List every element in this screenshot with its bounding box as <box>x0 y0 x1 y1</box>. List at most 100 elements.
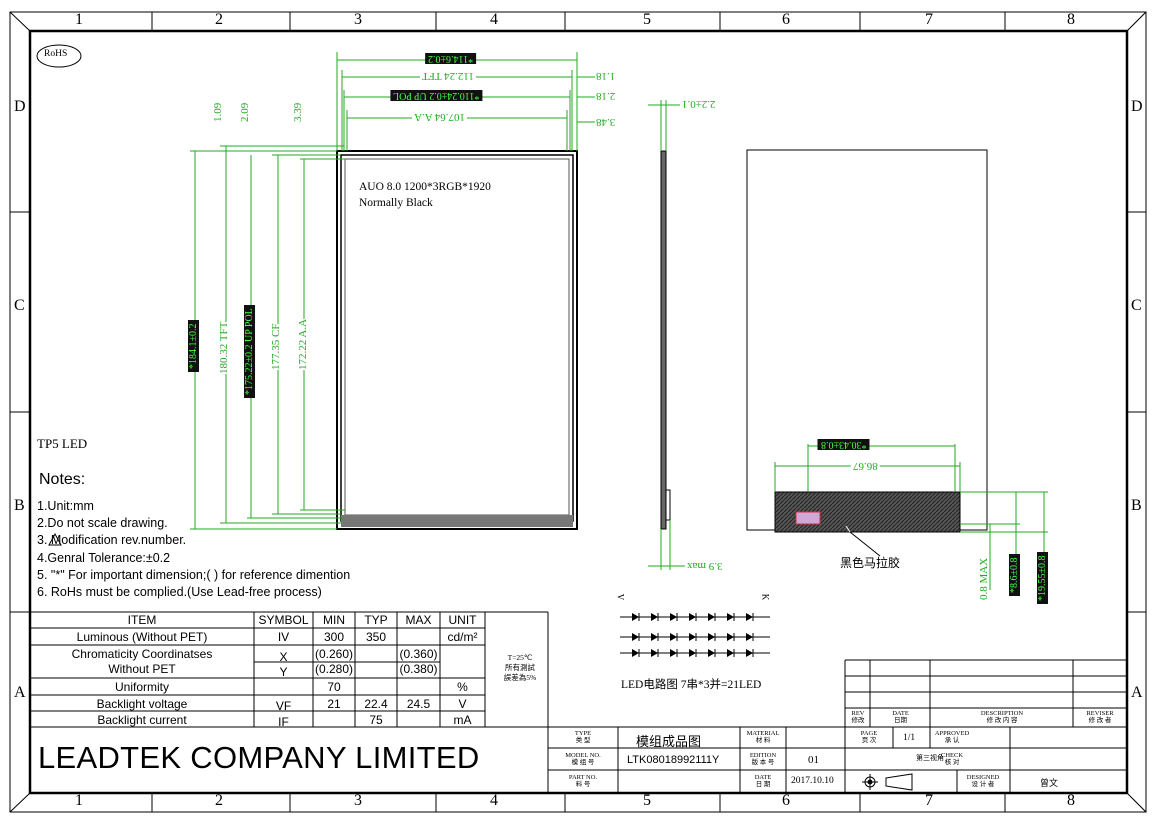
spec-cell-item: Backlight current <box>97 713 187 727</box>
note-item: 1.Unit:mm <box>37 499 94 513</box>
led-cathode-label: K <box>760 593 771 601</box>
zone-col-top-2: 2 <box>215 11 223 28</box>
left-dimension-lines <box>190 145 345 530</box>
led-diode <box>727 633 734 641</box>
note-item: 2.Do not scale drawing. <box>37 516 168 531</box>
spec-cell-max: (0.360) <box>399 647 438 661</box>
zone-row-l-B: B <box>14 497 25 514</box>
spec-note-tolerance: 誤差為5% <box>503 673 537 682</box>
dim-cf-height: 177.35 CF <box>270 323 282 370</box>
led-diode <box>651 613 658 621</box>
projection-label: 第三视角 <box>916 754 944 762</box>
dim-tft-height: 180.32 TFT <box>218 321 230 374</box>
zone-col-top-3: 3 <box>354 11 362 28</box>
dim-outline-height: *184.1±0.2 <box>188 320 199 372</box>
side-view-panel <box>660 150 667 530</box>
designer-name: 曾文 <box>1040 778 1059 788</box>
spec-cell-unit: cd/m² <box>447 630 478 644</box>
type-value: 模组成品图 <box>636 734 702 749</box>
zone-dividers <box>10 12 1146 812</box>
spec-cell-symbol: VF <box>275 699 292 713</box>
panel-bottom-fpc <box>341 515 573 527</box>
zone-row-r-B: B <box>1131 497 1142 514</box>
led-diode <box>746 613 753 621</box>
led-diode <box>670 613 677 621</box>
led-anode-label: V <box>615 593 626 601</box>
dim-right-3: 3.48 <box>596 116 616 128</box>
led-label: TP5 LED <box>37 436 88 451</box>
led-diode <box>746 633 753 641</box>
date-value: 2017.10.10 <box>791 776 834 786</box>
note-item: 4.Genral Tolerance:±0.2 <box>37 550 171 565</box>
dim-back-width1: *30.43±0.8 <box>818 439 870 450</box>
led-diode <box>708 633 715 641</box>
back-view-panel <box>746 149 988 531</box>
top-dimension-lines <box>336 52 595 151</box>
rohs-oval <box>36 44 82 68</box>
dim-right-2: 2.18 <box>596 90 616 102</box>
zone-col-bottom-2: 2 <box>215 792 223 809</box>
zone-col-bottom-8: 8 <box>1067 792 1075 809</box>
model-label: MODEL NO.模 组 号 <box>565 752 601 766</box>
page-value: 1/1 <box>903 733 916 743</box>
spec-cell-typ: 22.4 <box>364 697 388 711</box>
zone-row-l-C: C <box>14 297 25 314</box>
dim-back-width2: 86.67 <box>851 460 880 472</box>
warning-triangle-icon <box>48 532 62 546</box>
spec-header: MIN <box>323 613 345 627</box>
spec-cell-unit: % <box>457 680 468 694</box>
model-value: LTK08018992111Y <box>627 754 720 766</box>
led-circuit-caption: LED电路图 7串*3并=21LED <box>621 679 762 691</box>
spec-cell-unit: V <box>458 697 467 711</box>
zone-col-bottom-1: 1 <box>75 792 83 809</box>
spec-cell-min: (0.280) <box>314 662 354 676</box>
led-diode <box>670 633 677 641</box>
rohs-label: RoHS <box>44 49 68 59</box>
company-name: LEADTEK COMPANY LIMITED <box>38 740 480 775</box>
note-item: 6. RoHs must be complied.(Use Lead-free … <box>37 585 322 599</box>
spec-cell-item: Backlight voltage <box>96 697 188 711</box>
led-diode <box>689 633 696 641</box>
spec-cell-unit: mA <box>453 713 472 727</box>
zone-col-bottom-5: 5 <box>643 792 651 809</box>
notes-title: Notes: <box>39 471 86 488</box>
panel-label: AUO 8.0 1200*3RGB*1920 Normally Black <box>359 179 491 211</box>
spec-header: MAX <box>405 613 432 627</box>
zone-col-top-1: 1 <box>75 11 83 28</box>
zone-col-top-7: 7 <box>925 11 933 28</box>
spec-cell-typ: 350 <box>365 630 387 644</box>
zone-col-bottom-7: 7 <box>925 792 933 809</box>
led-diode <box>689 613 696 621</box>
zone-col-top-8: 8 <box>1067 11 1075 28</box>
spec-header: SYMBOL <box>258 613 309 627</box>
spec-note-all-tests: 所有測試 <box>505 663 535 672</box>
backlight-hatch <box>774 491 961 533</box>
led-diode <box>651 649 658 657</box>
title-block-grid <box>548 659 1127 793</box>
zone-col-bottom-3: 3 <box>354 792 362 809</box>
led-diodes <box>632 613 754 657</box>
zone-row-l-A: A <box>14 684 26 701</box>
spec-cell-symbol: IF <box>278 715 289 729</box>
mylar-label: 黑色马拉胶 <box>840 556 901 570</box>
dim-pol-height: *175.22±0.2 UP POL <box>244 305 255 398</box>
spec-cell-typ: 75 <box>369 713 383 727</box>
spec-note-temp: T=25℃ <box>507 653 533 662</box>
led-diode <box>746 649 753 657</box>
edition-value: 01 <box>808 754 819 766</box>
dim-back-h3: *19.55±0.8 <box>1037 552 1048 604</box>
panel-outline <box>336 150 578 530</box>
zone-col-top-6: 6 <box>782 11 790 28</box>
third-angle-projection-symbol <box>862 773 913 791</box>
dim-right-1: 1.18 <box>596 70 616 82</box>
led-diode <box>727 613 734 621</box>
spec-header: UNIT <box>448 613 477 627</box>
spec-header: TYP <box>364 613 388 627</box>
